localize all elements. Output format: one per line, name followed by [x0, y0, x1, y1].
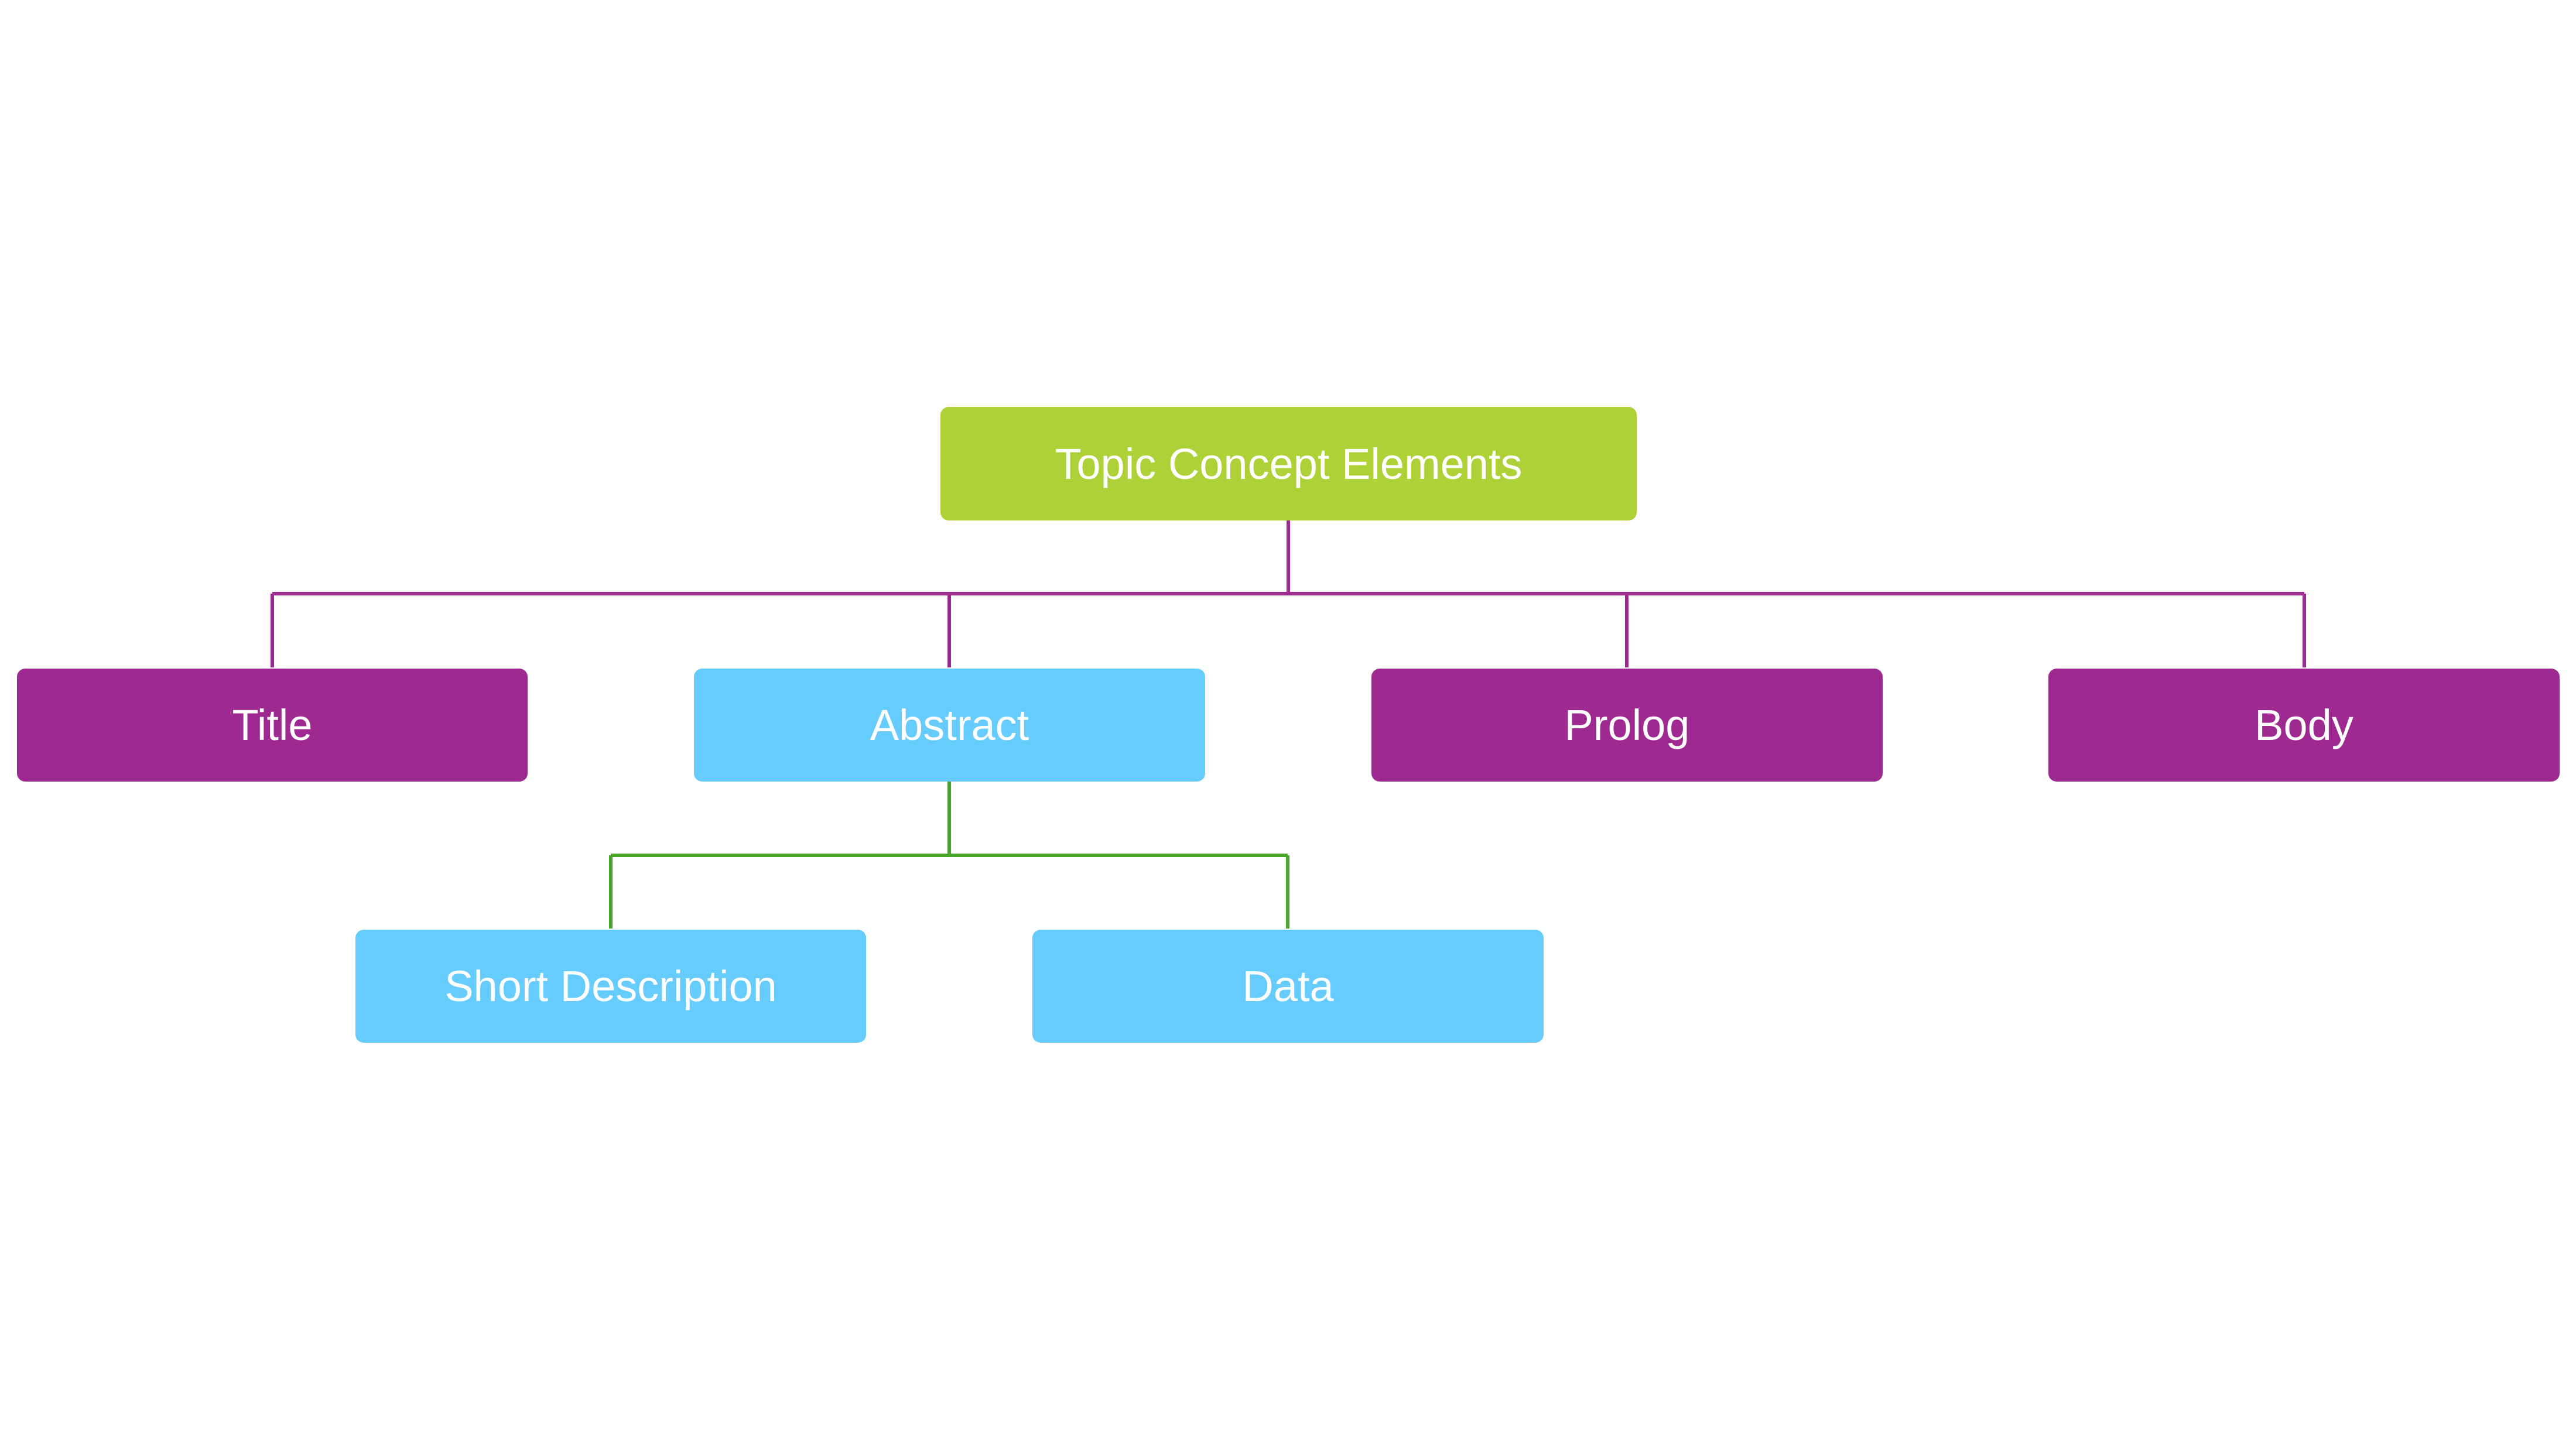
node-abstract-label: Abstract: [870, 701, 1029, 749]
root-to-level1-connector: [271, 520, 2306, 667]
node-body-label: Body: [2255, 701, 2353, 749]
node-data-label: Data: [1242, 962, 1334, 1010]
node-short-description[interactable]: Short Description: [355, 930, 866, 1043]
root-connectors: [271, 520, 2306, 667]
node-title-label: Title: [232, 701, 313, 749]
node-title[interactable]: Title: [17, 669, 528, 782]
node-body[interactable]: Body: [2048, 669, 2560, 782]
node-abstract[interactable]: Abstract: [694, 669, 1205, 782]
node-short-description-label: Short Description: [444, 962, 777, 1010]
node-prolog-label: Prolog: [1564, 701, 1690, 749]
root-node-topic-concept-elements[interactable]: Topic Concept Elements: [940, 407, 1637, 520]
node-prolog[interactable]: Prolog: [1371, 669, 1883, 782]
abstract-connectors: [609, 782, 1289, 929]
node-data[interactable]: Data: [1032, 930, 1544, 1043]
root-node-label: Topic Concept Elements: [1055, 439, 1523, 488]
abstract-to-level2-connector: [609, 782, 1289, 929]
